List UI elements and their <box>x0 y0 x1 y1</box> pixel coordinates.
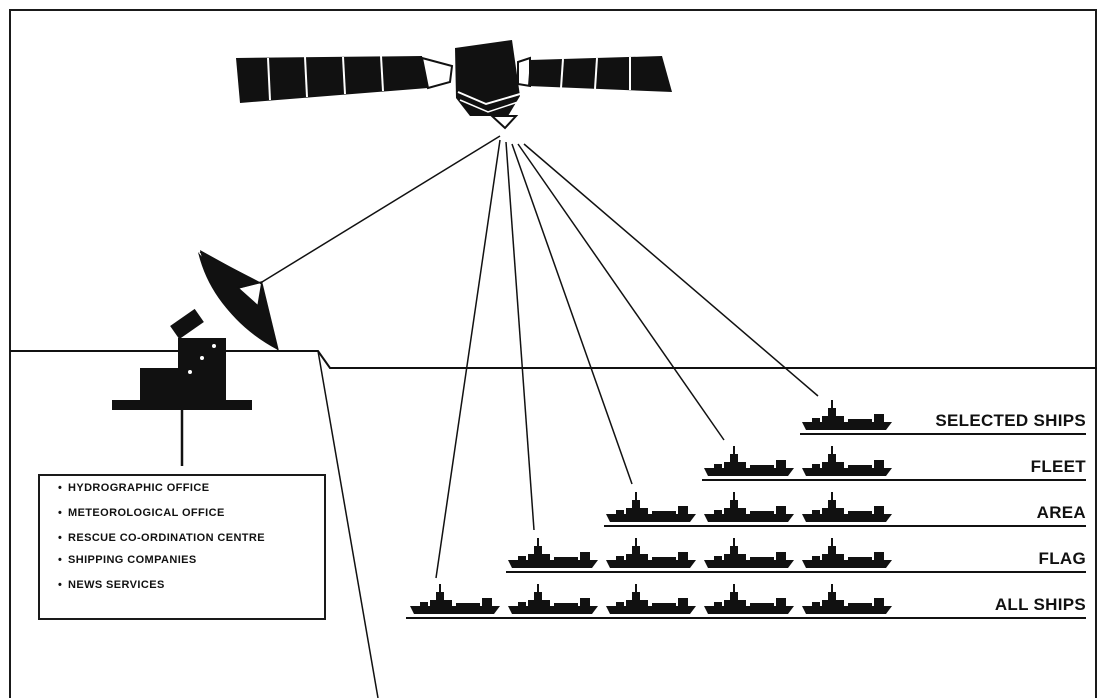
info-item: SHIPPING COMPANIES <box>58 554 298 567</box>
beam-area <box>511 143 633 485</box>
group-baselines <box>406 433 1086 619</box>
ship-icon <box>606 500 696 522</box>
label-area: AREA <box>1036 503 1086 522</box>
label-fleet: FLEET <box>1030 457 1086 476</box>
ship-icon <box>704 454 794 476</box>
label-selected-ships: SELECTED SHIPS <box>935 411 1086 430</box>
ship-icon <box>802 500 892 522</box>
info-item: NEWS SERVICES <box>58 579 298 592</box>
ship-icon <box>606 592 696 614</box>
info-item: HYDROGRAPHIC OFFICE <box>58 482 298 495</box>
coast-edge-line <box>317 350 379 698</box>
ship-icon <box>508 592 598 614</box>
beam-all-ships <box>435 139 501 579</box>
label-all-ships: ALL SHIPS <box>994 595 1086 614</box>
beam-selected-ships <box>523 143 819 397</box>
ship-icon <box>802 546 892 568</box>
uplink-beam <box>261 135 501 283</box>
ship-icon <box>704 592 794 614</box>
diagram-frame <box>9 9 1097 698</box>
satellite-icon <box>236 40 672 130</box>
ship-icon <box>704 500 794 522</box>
beam-flag <box>505 141 535 531</box>
ship-icon <box>410 592 500 614</box>
ship-icon <box>508 546 598 568</box>
ships-layer <box>410 400 892 614</box>
downlink-beams <box>435 139 819 579</box>
info-item: RESCUE CO-ORDINATION CENTRE <box>58 532 298 545</box>
info-item: METEOROLOGICAL OFFICE <box>58 507 298 520</box>
shore-info-box: HYDROGRAPHIC OFFICE METEOROLOGICAL OFFIC… <box>38 474 326 620</box>
ship-icon <box>606 546 696 568</box>
label-flag: FLAG <box>1038 549 1086 568</box>
ship-icon <box>802 454 892 476</box>
beam-fleet <box>517 143 725 441</box>
ship-icon <box>704 546 794 568</box>
satellite-dish-icon <box>112 250 279 466</box>
ship-icon <box>802 592 892 614</box>
coastline <box>10 350 1097 369</box>
ship-icon <box>802 408 892 430</box>
